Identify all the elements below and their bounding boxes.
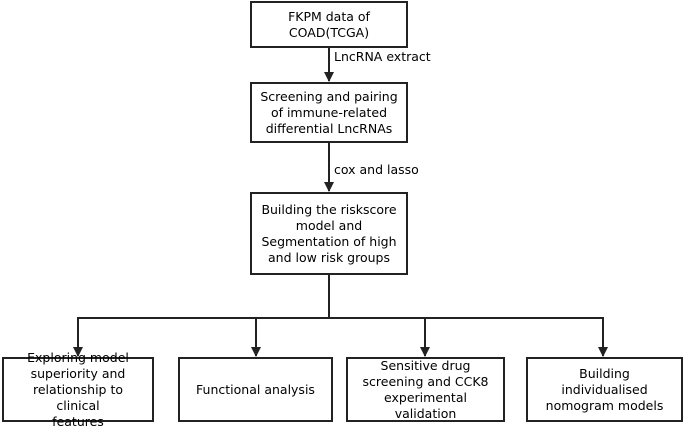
node-input-data: FKPM data of COAD(TCGA) — [250, 1, 408, 48]
node-functional-analysis: Functional analysis — [178, 357, 333, 422]
node-exploring-model: Exploring model superiority and relation… — [2, 350, 154, 429]
node-screening-pairing: Screening and pairing of immune-related … — [250, 82, 408, 143]
node-nomogram-models: Building individualised nomogram models — [526, 357, 683, 422]
node-drug-screening: Sensitive drug screening and CCK8 experi… — [346, 357, 505, 422]
edge-label-cox-lasso: cox and lasso — [334, 162, 419, 177]
edge-label-lncrna-extract: LncRNA extract — [334, 49, 431, 64]
node-riskscore-model: Building the riskscore model and Segment… — [250, 192, 408, 275]
